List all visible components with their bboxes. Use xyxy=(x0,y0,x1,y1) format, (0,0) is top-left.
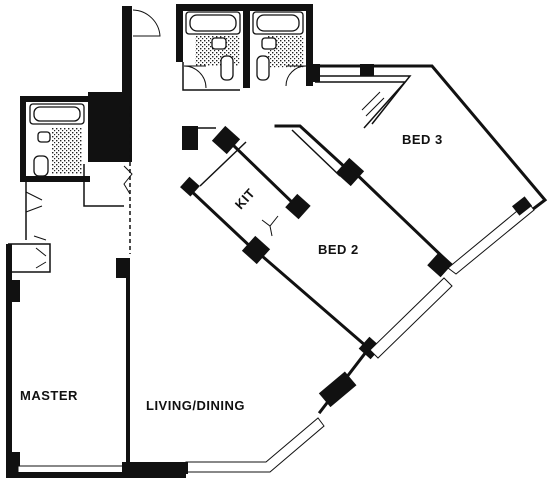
kitchen: KIT xyxy=(180,125,311,265)
bottom-exterior-wall xyxy=(6,472,186,478)
closet-door-swing xyxy=(123,165,133,195)
toilet-icon xyxy=(256,55,270,81)
master-living-divider xyxy=(126,258,130,468)
door-swing xyxy=(285,65,307,87)
bed3-closet-wall xyxy=(320,75,412,125)
master-bath-bottom-wall xyxy=(20,176,90,182)
bed2-lower-wall xyxy=(259,253,369,349)
bed2-window xyxy=(369,277,453,359)
living-dining: LIVING/DINING xyxy=(122,92,369,474)
living-window xyxy=(185,417,325,473)
room-label-bed2: BED 2 xyxy=(318,242,359,257)
sink-icon xyxy=(37,131,51,143)
top-bathrooms xyxy=(122,4,313,92)
door-swing xyxy=(183,65,207,89)
bed3-inner-wall xyxy=(274,124,351,173)
bathtub-basin xyxy=(256,14,300,32)
bathtub-basin xyxy=(189,14,237,32)
room-label-bed3: BED 3 xyxy=(402,132,443,147)
room-label-living: LIVING/DINING xyxy=(146,398,245,413)
master-closet-2 xyxy=(8,243,51,273)
hall-wall-stub xyxy=(122,92,132,108)
living-wall-column xyxy=(318,371,357,408)
toilet-icon xyxy=(220,55,234,81)
sink-icon xyxy=(261,37,277,50)
entry-wall-column xyxy=(122,6,132,92)
master-closet-2-doors xyxy=(35,247,47,269)
master-bath xyxy=(20,92,133,207)
bed3-inner-wall-thin xyxy=(291,129,341,177)
bed3-wall-column xyxy=(335,157,365,187)
bath-right-wall xyxy=(306,4,313,86)
bed3-bed2-divider xyxy=(349,167,451,265)
room-label-kit: KIT xyxy=(232,185,258,212)
master-closet-doors xyxy=(25,191,47,241)
bathtub-basin xyxy=(33,106,81,122)
bed3-window xyxy=(447,201,535,275)
bed3-closet-post xyxy=(360,64,374,76)
master-wall-column xyxy=(6,280,20,302)
master-bath-left-wall xyxy=(20,96,26,178)
bedroom-2: BED 2 xyxy=(259,204,453,360)
entry-door-swing xyxy=(132,9,161,37)
living-bottom-wall xyxy=(122,462,188,474)
kitchen-post xyxy=(180,176,200,197)
bed3-corner-column xyxy=(427,251,453,278)
kitchen-door-symbol xyxy=(261,215,279,237)
master-bath-top-wall xyxy=(20,96,90,102)
kitchen-back-wall xyxy=(231,143,299,209)
sink-icon xyxy=(211,37,227,50)
bed3-window-post xyxy=(512,196,532,216)
toilet-icon xyxy=(33,155,49,177)
master-bedroom: MASTER xyxy=(6,182,186,478)
bath-divider-wall xyxy=(243,4,250,88)
master-left-wall xyxy=(6,244,12,474)
bed3-closet-inner xyxy=(315,81,407,129)
room-label-master: MASTER xyxy=(20,388,78,403)
bath-tile-floor xyxy=(52,128,82,174)
master-closet-wall xyxy=(83,164,124,207)
kitchen-counter xyxy=(199,141,247,187)
master-wall-column xyxy=(6,452,20,474)
kitchen-column xyxy=(182,126,198,150)
bath-bottom-wall xyxy=(182,62,240,91)
bedroom-3: BED 3 xyxy=(274,64,548,278)
bed3-closet-doors xyxy=(361,91,385,117)
bed3-corner-column xyxy=(306,64,320,82)
kitchen-front-wall xyxy=(185,185,257,253)
bath-left-wall xyxy=(176,4,183,62)
